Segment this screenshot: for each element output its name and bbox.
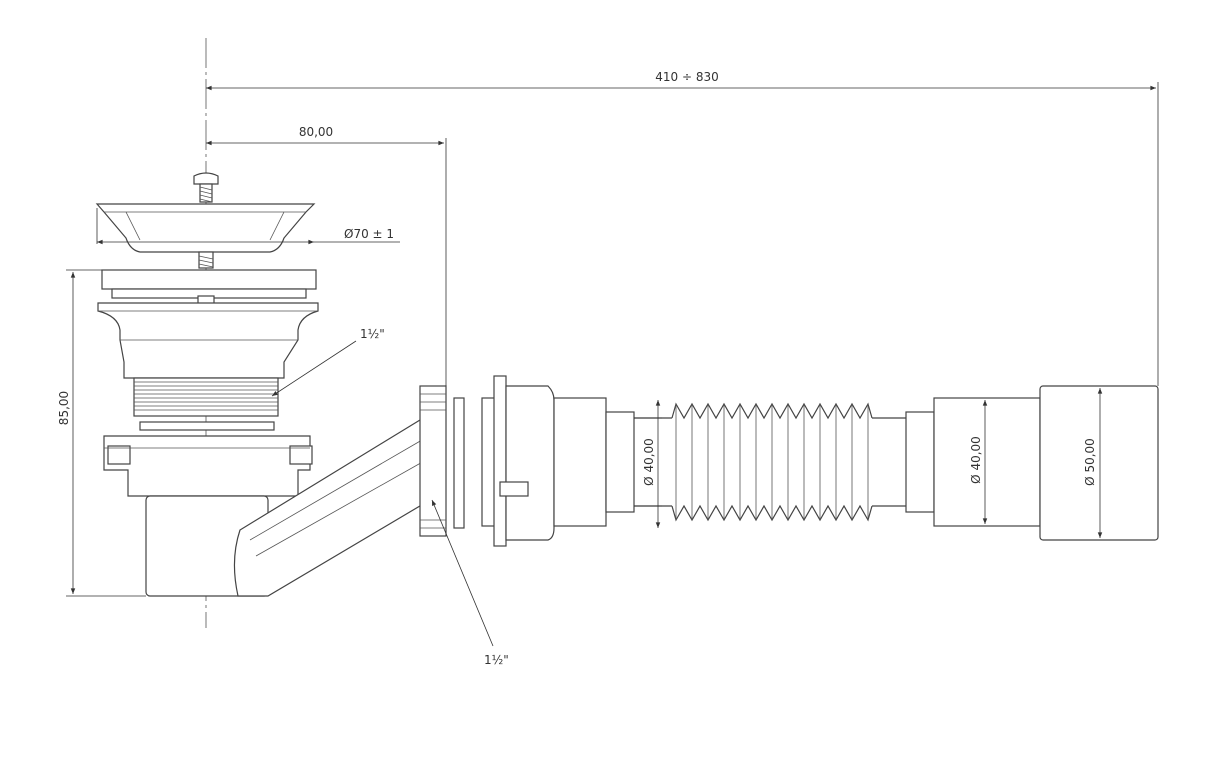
offset-label: 80,00: [299, 125, 333, 139]
hose-inner-diameter-label: Ø 40,00: [642, 438, 656, 486]
height-label: 85,00: [57, 391, 71, 425]
strainer-plug: [95, 172, 316, 269]
total-length-label: 410 ÷ 830: [655, 70, 719, 84]
thread-upper-label: 1½": [360, 327, 385, 341]
outlet-pipe: [933, 385, 1159, 541]
outlet-diameter-label: Ø 40,00: [969, 436, 983, 484]
corrugated-hose: [634, 402, 935, 522]
end-diameter-label: Ø 50,00: [1083, 438, 1097, 486]
drain-body: [97, 269, 319, 597]
connector-adapter: [481, 375, 635, 547]
overflow-elbow: [233, 385, 465, 597]
dimension-lines: [66, 82, 1159, 647]
thread-lower-label: 1½": [484, 653, 509, 667]
strainer-diameter-label: Ø70 ± 1: [344, 227, 394, 241]
